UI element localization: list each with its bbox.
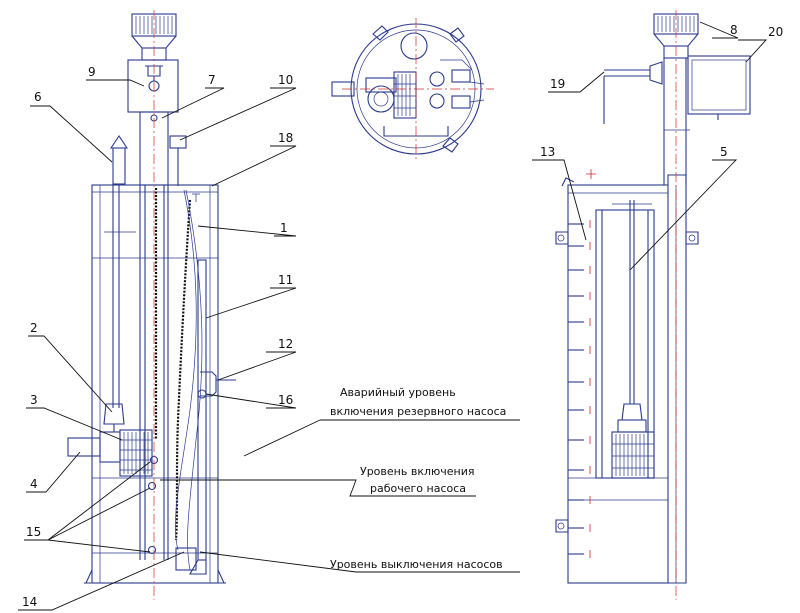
callout-14: 14 [22,595,37,609]
discharge-flange [67,437,101,457]
working-level-caption-2: рабочего насоса [370,482,466,495]
control-cabinet [687,55,751,115]
callout-16: 16 [278,393,293,407]
callout-15: 15 [26,525,41,539]
vent-neck [127,59,179,113]
off-level-caption: Уровень выключения насосов [330,558,503,571]
callout-8: 8 [730,23,738,37]
emergency-level-caption-2: включения резервного насоса [330,405,506,418]
emergency-level-caption-1: Аварийный уровень [340,386,456,399]
lifting-chain-right [174,199,192,541]
callout-7: 7 [208,73,216,87]
callout-2: 2 [30,321,38,335]
tank-body-side [567,184,669,584]
callout-4: 4 [30,477,38,491]
callout-12: 12 [278,337,293,351]
working-level-caption-1: Уровень включения [360,465,474,478]
callout-13: 13 [540,145,555,159]
callout-6: 6 [34,90,42,104]
leader-lines [18,21,768,611]
callout-1: 1 [280,221,288,235]
level-captions: Аварийный уровень включения резервного н… [330,386,506,571]
callout-10: 10 [278,73,293,87]
plan-view [331,18,494,160]
callout-18: 18 [278,131,293,145]
callout-9: 9 [88,65,96,79]
callout-20: 20 [768,25,783,39]
callout-5: 5 [720,145,728,159]
front-section-view [67,10,236,600]
callout-labels: 6 9 7 10 18 1 11 12 16 2 3 4 15 14 13 5 … [22,23,783,609]
callout-11: 11 [278,273,293,287]
callout-3: 3 [30,393,38,407]
side-section-view [555,10,751,600]
callout-19: 19 [550,77,565,91]
